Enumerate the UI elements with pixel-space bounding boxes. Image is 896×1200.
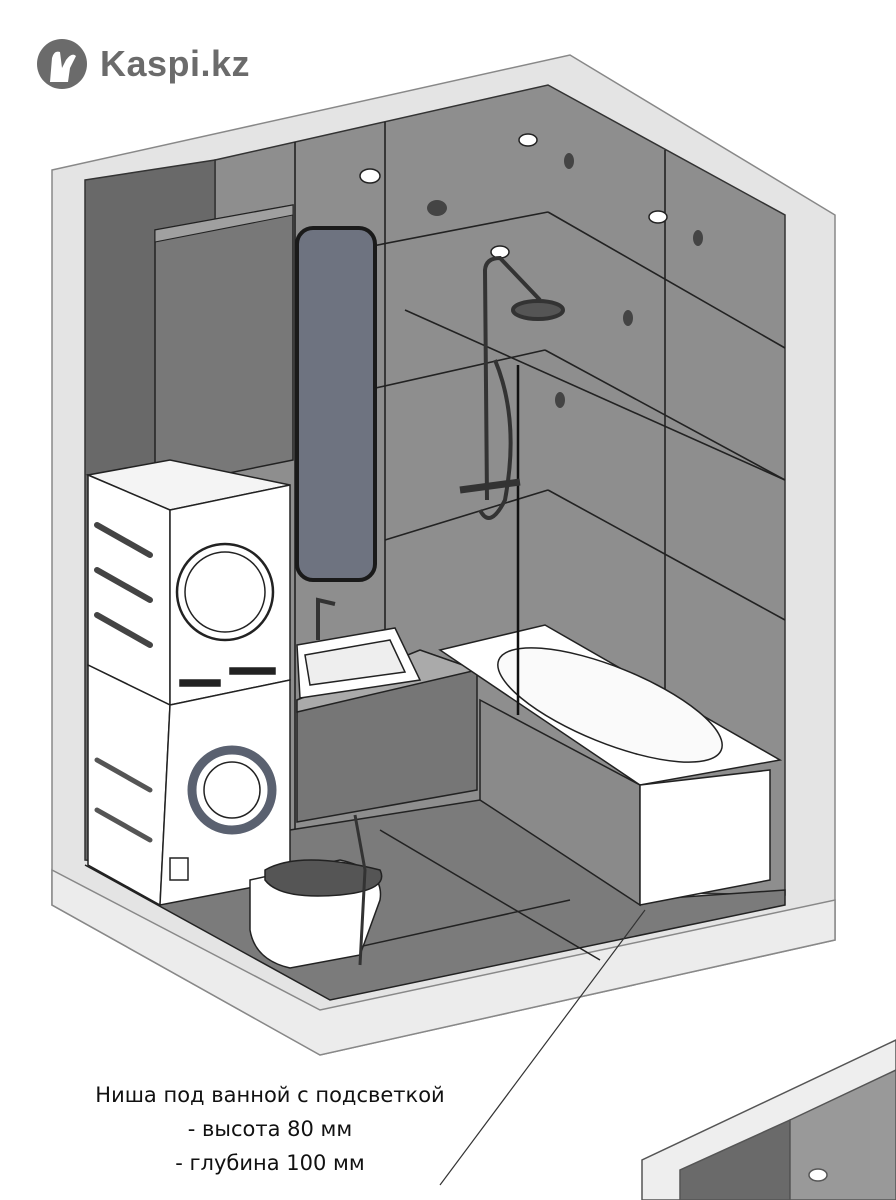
annotation-line: - глубина 100 мм [175, 1151, 365, 1175]
light-icon [648, 210, 668, 224]
bathtub [438, 624, 783, 907]
dryer [85, 459, 291, 707]
shower-set [459, 255, 565, 520]
mirror [295, 226, 377, 582]
vanity [296, 597, 480, 823]
annotation-line: Ниша под ванной с подсветкой [95, 1083, 445, 1107]
toilet [249, 814, 383, 969]
upper-cabinet [154, 204, 294, 489]
annotation-line: - высота 80 мм [187, 1117, 353, 1141]
kaspi-logo: Kaspi.kz [36, 38, 250, 90]
second-render-partial [641, 1039, 896, 1200]
annotation-note: Ниша под ванной с подсветкой - высота 80… [70, 1078, 470, 1180]
light-icon [359, 168, 381, 184]
light-icon [518, 133, 538, 147]
logo-text: Kaspi.kz [100, 43, 251, 84]
kaspi-logo-icon [37, 39, 87, 89]
annotation-leader-line [439, 909, 646, 1186]
washing-machine [87, 663, 291, 907]
floor-slab-edge [51, 868, 836, 1056]
